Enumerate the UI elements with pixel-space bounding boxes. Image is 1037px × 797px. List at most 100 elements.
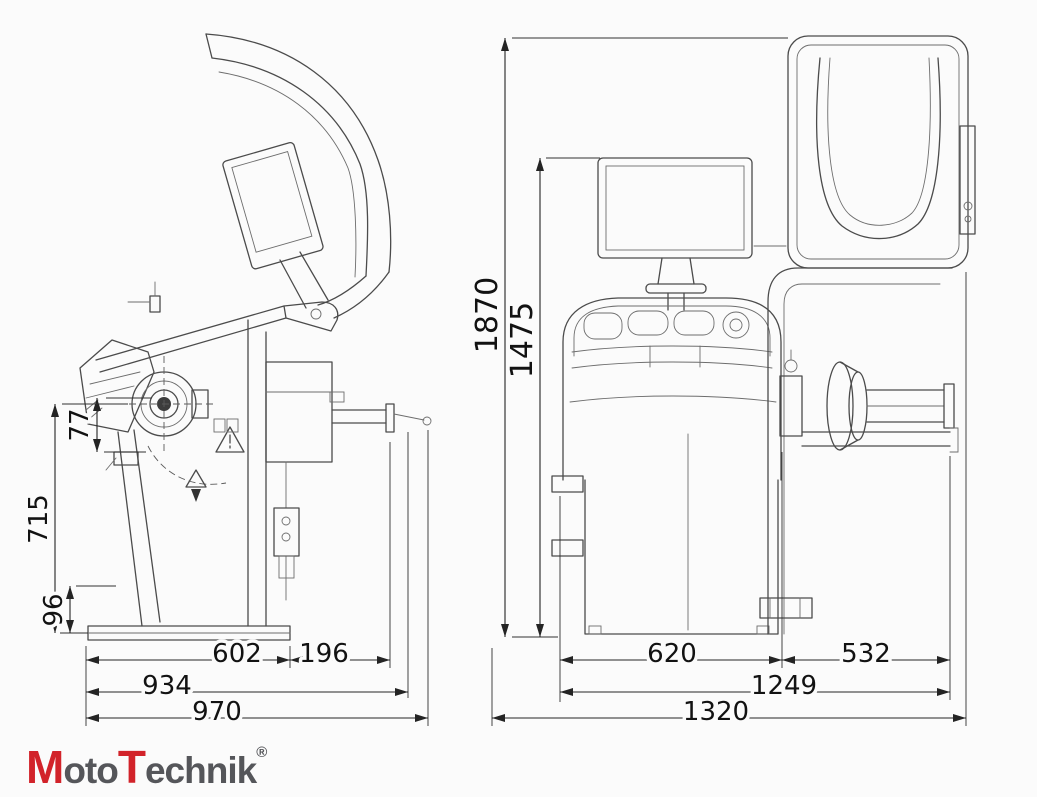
- dim-label-602: 602: [212, 639, 262, 669]
- hub-centerlines: [118, 356, 214, 452]
- cabinet: [551, 433, 779, 635]
- cabinet-outline: [584, 479, 779, 635]
- front-hood: [787, 35, 976, 269]
- ext-715: [60, 403, 128, 634]
- registered-mark: ®: [256, 744, 268, 761]
- hinge-bolt-1: [963, 201, 973, 211]
- pedal: [113, 451, 139, 466]
- hood-window-inner: [827, 57, 931, 226]
- ext-bottom-front: [491, 272, 967, 726]
- arm-swing-arc: [147, 445, 227, 485]
- clamp-shaft: [331, 409, 387, 424]
- top-bolt: [149, 295, 161, 313]
- rail-end-hook: [949, 427, 959, 453]
- clamp-end-cap: [385, 403, 395, 433]
- side-bracket-2: [551, 539, 584, 557]
- flange-connect: [839, 361, 859, 451]
- weight-tray: [562, 297, 782, 481]
- label-sticker-2: [226, 418, 239, 433]
- warning-triangle: [215, 426, 245, 453]
- hood-lower-edge-left: [317, 275, 367, 306]
- hood-lower-edge-right: [333, 271, 390, 319]
- top-beam-upper: [95, 305, 285, 361]
- cone-pocket-outer: [722, 311, 750, 339]
- logo-text-oto: oto: [63, 750, 119, 791]
- logo-letter-m: M: [26, 741, 64, 793]
- dim-label-77: 77: [65, 408, 95, 441]
- hinge-bolt-2: [964, 215, 972, 223]
- tray-pocket-2: [627, 310, 669, 336]
- side-hood: [205, 33, 392, 319]
- tray-shelf-line-1: [571, 345, 773, 353]
- filter-bowl: [278, 555, 295, 579]
- foot-left: [588, 625, 602, 635]
- ext-1870: [512, 37, 788, 638]
- front-dimensions: 1870 1475 620 532 1249 1320: [467, 37, 967, 731]
- warning-stickers: [147, 418, 245, 502]
- side-dimensions: 77 715 96 602 196 934 970: [21, 397, 429, 731]
- column-outer: [767, 267, 953, 635]
- side-monitor-screen: [231, 151, 313, 253]
- shaft-end-cap: [943, 383, 955, 429]
- hood-outer-arc: [205, 33, 392, 273]
- tray-pocket-1: [583, 312, 623, 340]
- pedal-lever: [105, 457, 117, 471]
- clamp-lever: [393, 413, 425, 421]
- side-monitor-bracket: [279, 251, 329, 309]
- side-monitor: [222, 141, 324, 270]
- tray-pocket-3: [673, 310, 715, 336]
- dim-label-1320: 1320: [683, 697, 749, 727]
- cone-pocket-inner: [729, 318, 743, 332]
- pedal-ribs: [769, 597, 801, 619]
- column-inner: [783, 283, 941, 635]
- dim-label-96: 96: [39, 593, 69, 626]
- dim-label-715: 715: [24, 494, 54, 544]
- regulator-gauge-1: [281, 516, 291, 526]
- monitor-neck: [657, 257, 695, 285]
- logo-text-echnik: echnik: [144, 750, 257, 791]
- hood-inner-arc: [211, 57, 369, 277]
- tray-outline: [562, 297, 782, 481]
- hood-front-outline: [787, 35, 969, 269]
- side-bracket-1: [551, 475, 584, 493]
- dim-label-620: 620: [647, 639, 697, 669]
- hood-hinge: [959, 125, 976, 235]
- shaft-mount-block: [779, 375, 803, 437]
- down-arrow: [191, 489, 201, 502]
- dim-label-196: 196: [299, 639, 349, 669]
- hood-detail-arc: [218, 71, 357, 278]
- dim-label-934: 934: [142, 671, 192, 701]
- tray-dividers: [649, 345, 701, 368]
- hood-window-outer: [816, 57, 941, 240]
- logo-letter-t: T: [117, 741, 146, 793]
- front-view: 1870 1475 620 532 1249 1320: [467, 35, 976, 731]
- clamp-mount: [329, 391, 345, 403]
- side-body: [79, 301, 432, 641]
- pivot-pin: [310, 308, 322, 320]
- moto-technik-logo: MotoTechnik®: [26, 740, 267, 794]
- pedal-housing: [759, 597, 813, 619]
- dim-label-1475: 1475: [505, 302, 540, 378]
- small-warning-triangle: [185, 469, 207, 488]
- console-detail-lines: [85, 371, 141, 399]
- label-sticker-1: [213, 418, 226, 433]
- top-bolt-tick: [127, 281, 156, 303]
- motor-cover: [265, 361, 333, 463]
- top-beam-lower: [99, 317, 287, 373]
- shaft-lines: [866, 389, 945, 423]
- front-monitor-outline: [597, 157, 753, 259]
- body-column: [247, 319, 267, 627]
- front-pedal: [759, 597, 813, 619]
- dim-label-1249: 1249: [751, 671, 817, 701]
- side-view: 77 715 96 602 196 934 970: [21, 33, 432, 731]
- left-console: [79, 339, 155, 433]
- shaft-assembly: [779, 349, 959, 453]
- mount-knob: [784, 359, 798, 373]
- regulator-gauge-2: [281, 532, 291, 542]
- foot-right: [756, 625, 770, 635]
- wheel-mount-hub: [118, 281, 214, 452]
- front-monitor-screen: [605, 165, 745, 251]
- tray-front-lip: [569, 395, 777, 403]
- dim-label-1870: 1870: [470, 277, 505, 353]
- monitor-pole: [667, 292, 685, 311]
